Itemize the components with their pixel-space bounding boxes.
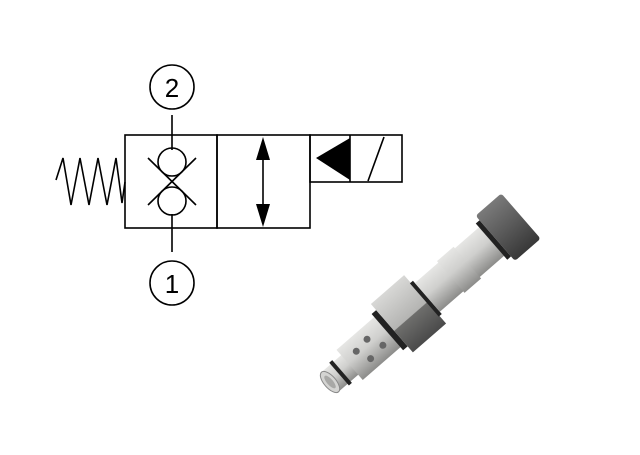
port-2-circle xyxy=(149,64,195,110)
port-1-circle xyxy=(149,260,195,306)
check-ball-upper xyxy=(157,147,187,177)
port-1-label: 1 xyxy=(165,269,179,299)
solenoid-triangle xyxy=(316,138,350,180)
solenoid-slash xyxy=(367,136,385,182)
port-2-label: 2 xyxy=(165,73,179,103)
seat-line-2 xyxy=(147,157,197,206)
solenoid-box xyxy=(309,134,403,183)
arrow-head-down xyxy=(256,204,270,227)
arrow-head-up xyxy=(256,137,270,160)
spring-icon xyxy=(55,157,126,206)
check-ball-lower xyxy=(157,186,187,216)
cartridge-valve-render xyxy=(319,194,540,394)
